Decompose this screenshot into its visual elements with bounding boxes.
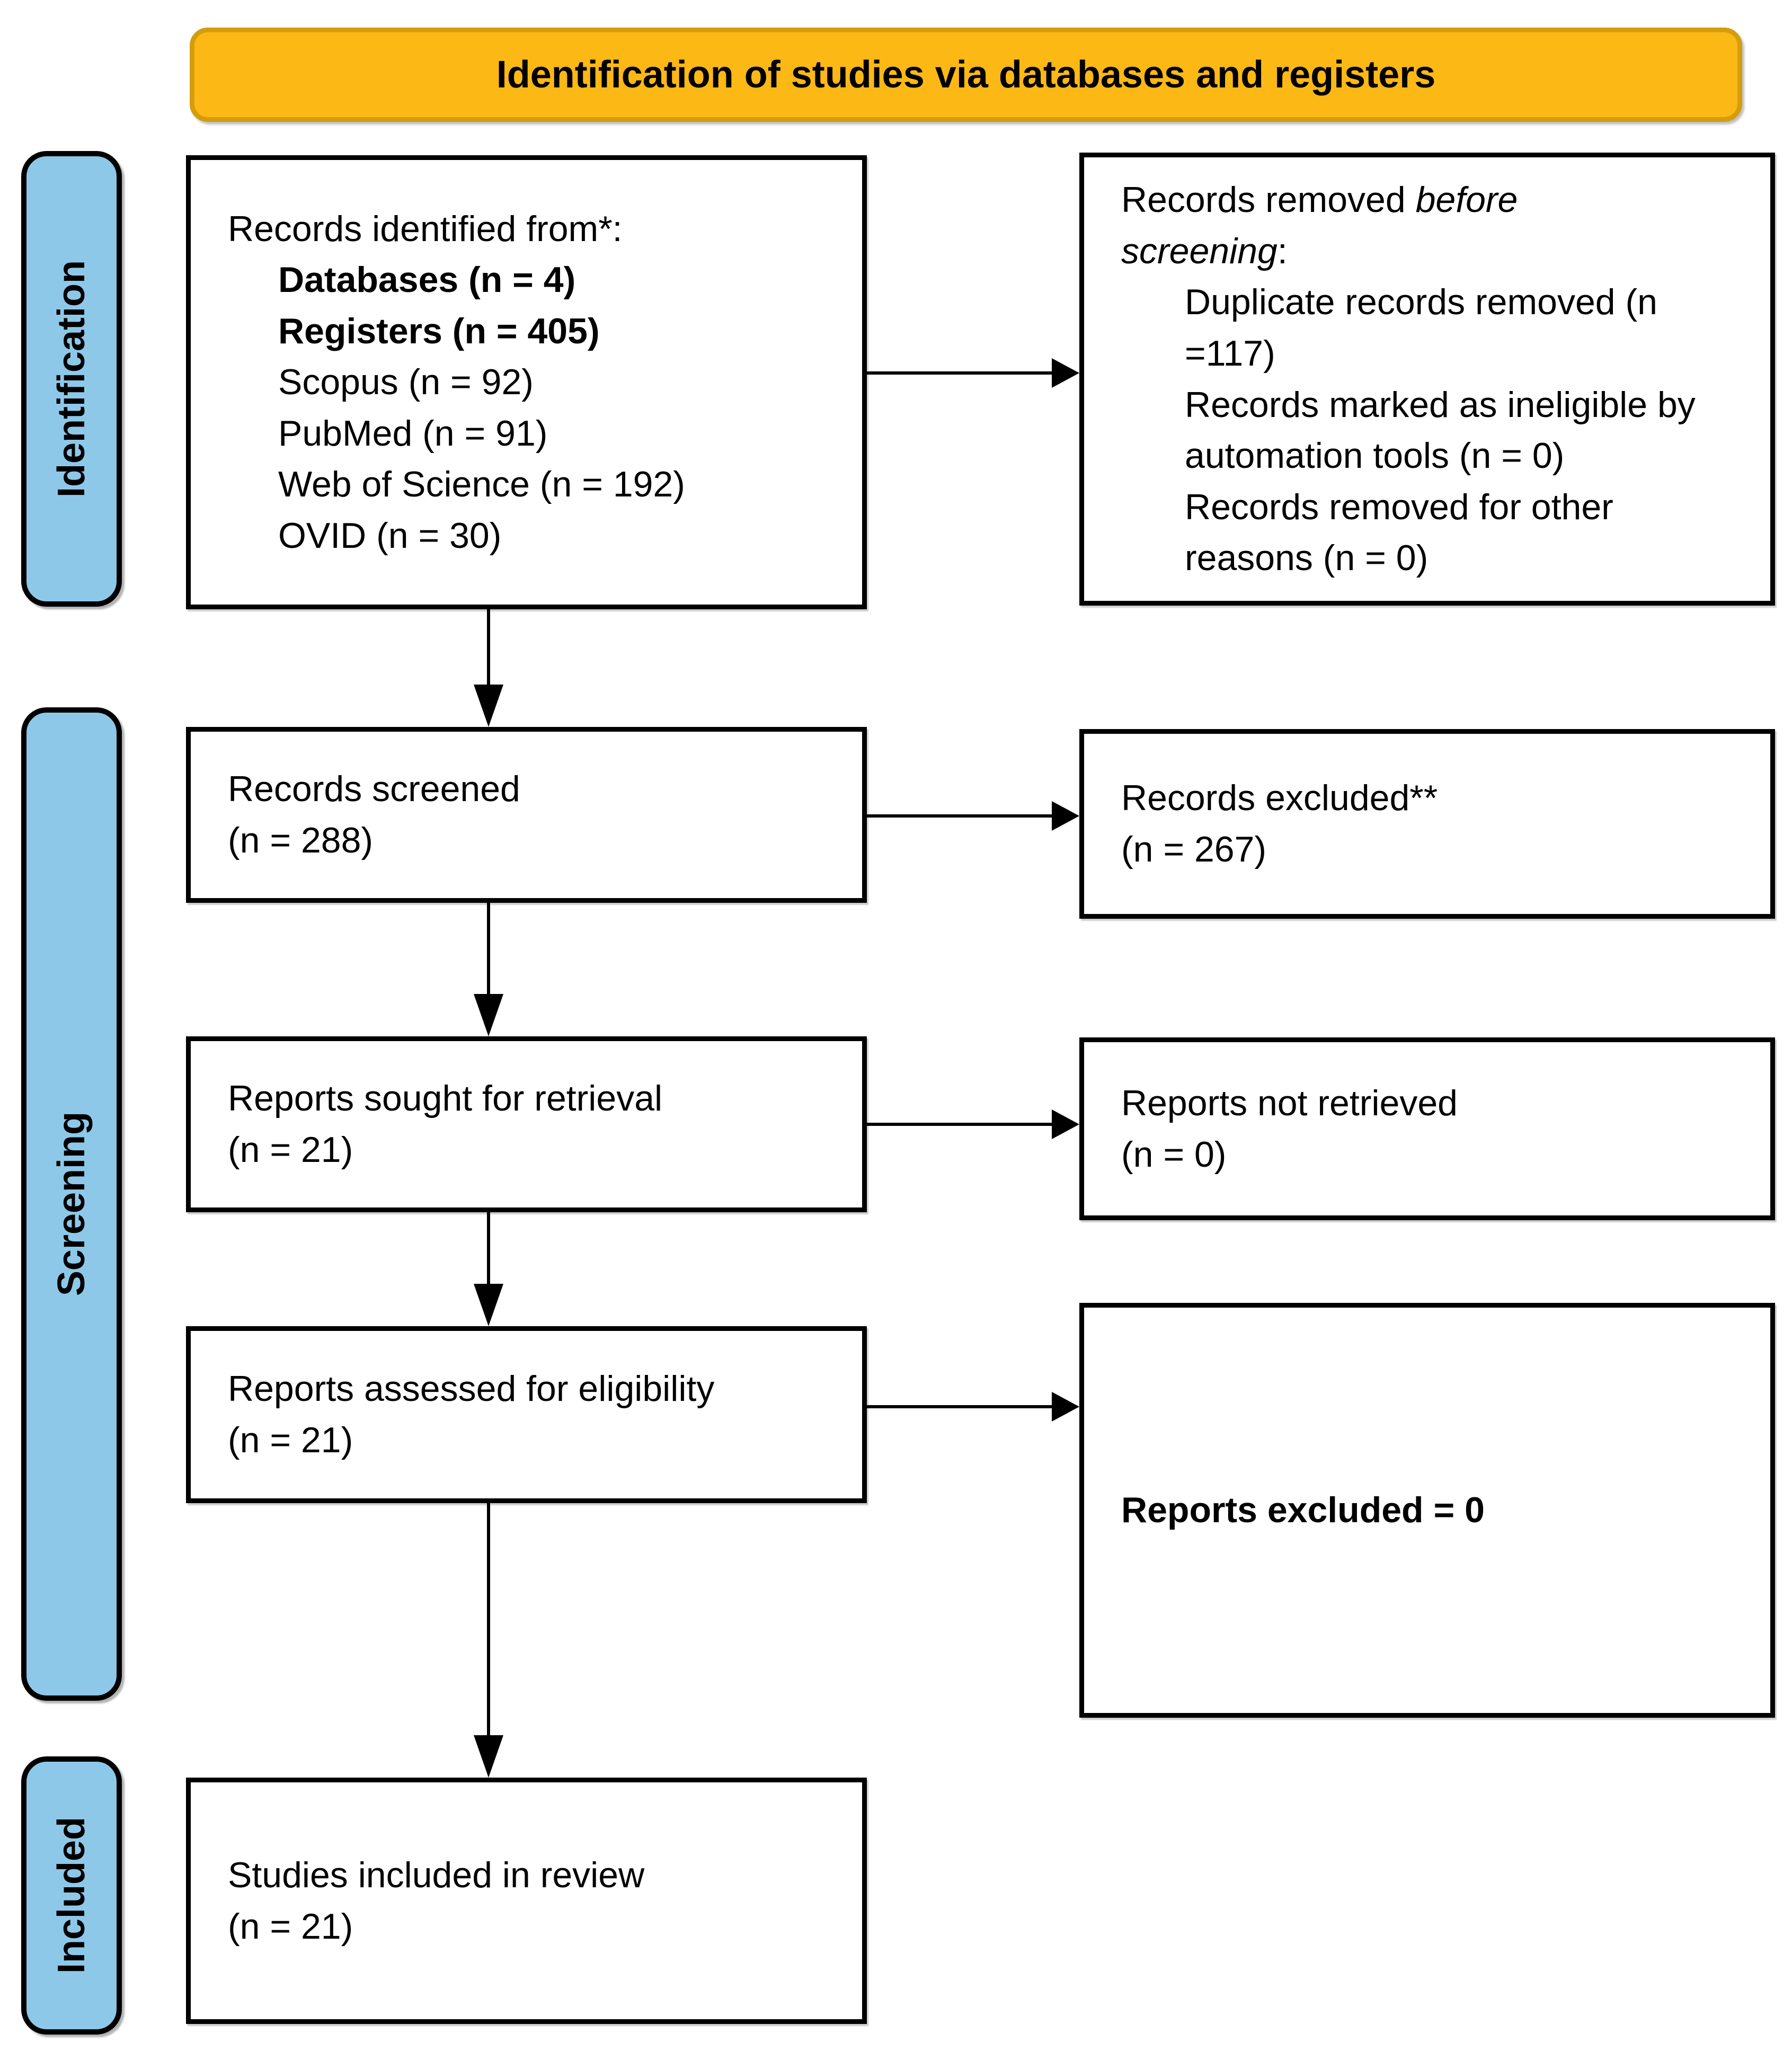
records-screened-count: (n = 288) bbox=[228, 820, 374, 860]
reports-not-retrieved-label: Reports not retrieved bbox=[1121, 1082, 1458, 1123]
list-item: Scopus (n = 92) bbox=[278, 362, 534, 403]
sidebar-phase-screening: Screening bbox=[21, 707, 122, 1701]
reports-excluded-label: Reports excluded = 0 bbox=[1121, 1490, 1485, 1531]
studies-included-count: (n = 21) bbox=[228, 1906, 353, 1947]
records-identified-list: Databases (n = 4) Registers (n = 405) Sc… bbox=[228, 254, 841, 561]
studies-included-box: Studies included in review (n = 21) bbox=[186, 1778, 867, 2024]
list-item: Web of Science (n = 192) bbox=[278, 464, 685, 505]
arrow-assessed-to-included-head-icon bbox=[474, 1735, 503, 1778]
list-item: Records removed for other reasons (n = 0… bbox=[1185, 486, 1613, 579]
sidebar-phase-identification-label: Identification bbox=[50, 260, 93, 498]
banner-title: Identification of studies via databases … bbox=[496, 54, 1436, 96]
arrow-sought-to-assessed-line bbox=[487, 1212, 490, 1284]
arrow-assessed-to-reports-excluded-line bbox=[867, 1405, 1052, 1408]
list-item: OVID (n = 30) bbox=[278, 515, 502, 556]
reports-not-retrieved-box: Reports not retrieved (n = 0) bbox=[1079, 1037, 1775, 1220]
list-item: Databases (n = 4) bbox=[278, 260, 576, 300]
records-screened-box: Records screened (n = 288) bbox=[186, 727, 867, 903]
banner: Identification of studies via databases … bbox=[190, 28, 1742, 122]
records-removed-intro-line1: Records removed before bbox=[1121, 180, 1518, 220]
studies-included-label: Studies included in review bbox=[228, 1854, 645, 1895]
sidebar-phase-screening-label: Screening bbox=[50, 1112, 93, 1297]
reports-sought-label: Reports sought for retrieval bbox=[228, 1078, 663, 1119]
arrow-identified-to-removed-head-icon bbox=[1052, 358, 1079, 388]
reports-assessed-count: (n = 21) bbox=[228, 1420, 353, 1460]
arrow-identified-to-screened-head-icon bbox=[474, 685, 503, 727]
records-screened-label: Records screened bbox=[228, 769, 520, 810]
records-removed-list: Duplicate records removed (n =117) Recor… bbox=[1121, 277, 1749, 583]
sidebar-phase-included-label: Included bbox=[50, 1817, 93, 1974]
arrow-assessed-to-included-line bbox=[487, 1503, 490, 1735]
sidebar-phase-included: Included bbox=[21, 1756, 122, 2035]
records-excluded-label: Records excluded** bbox=[1121, 778, 1438, 819]
records-removed-intro-line2: screening: bbox=[1121, 230, 1288, 271]
arrow-screened-to-sought-head-icon bbox=[474, 994, 503, 1036]
reports-not-retrieved-count: (n = 0) bbox=[1121, 1134, 1227, 1175]
list-item: Duplicate records removed (n =117) bbox=[1185, 282, 1657, 374]
arrow-screened-to-sought-line bbox=[487, 903, 490, 994]
records-excluded-box: Records excluded** (n = 267) bbox=[1079, 729, 1775, 919]
records-identified-box: Records identified from*: Databases (n =… bbox=[186, 155, 867, 609]
reports-excluded-box: Reports excluded = 0 bbox=[1079, 1303, 1775, 1718]
arrow-screened-to-excluded-head-icon bbox=[1052, 801, 1079, 831]
records-identified-intro: Records identified from*: bbox=[228, 208, 623, 249]
list-item: Records marked as ineligible by automati… bbox=[1185, 384, 1696, 476]
list-item: Registers (n = 405) bbox=[278, 310, 600, 351]
list-item: PubMed (n = 91) bbox=[278, 413, 548, 454]
reports-sought-count: (n = 21) bbox=[228, 1130, 353, 1170]
reports-assessed-box: Reports assessed for eligibility (n = 21… bbox=[186, 1326, 867, 1503]
records-excluded-count: (n = 267) bbox=[1121, 829, 1267, 869]
arrow-identified-to-removed-line bbox=[867, 371, 1052, 375]
reports-sought-box: Reports sought for retrieval (n = 21) bbox=[186, 1036, 867, 1212]
arrow-sought-to-assessed-head-icon bbox=[474, 1284, 503, 1326]
arrow-sought-to-not-retrieved-line bbox=[867, 1123, 1052, 1126]
arrow-identified-to-screened-line bbox=[487, 609, 490, 685]
arrow-screened-to-excluded-line bbox=[867, 814, 1052, 818]
arrow-assessed-to-reports-excluded-head-icon bbox=[1052, 1392, 1079, 1422]
reports-assessed-label: Reports assessed for eligibility bbox=[228, 1369, 715, 1409]
records-removed-box: Records removed before screening: Duplic… bbox=[1079, 153, 1775, 606]
arrow-sought-to-not-retrieved-head-icon bbox=[1052, 1109, 1079, 1139]
sidebar-phase-identification: Identification bbox=[21, 151, 122, 607]
